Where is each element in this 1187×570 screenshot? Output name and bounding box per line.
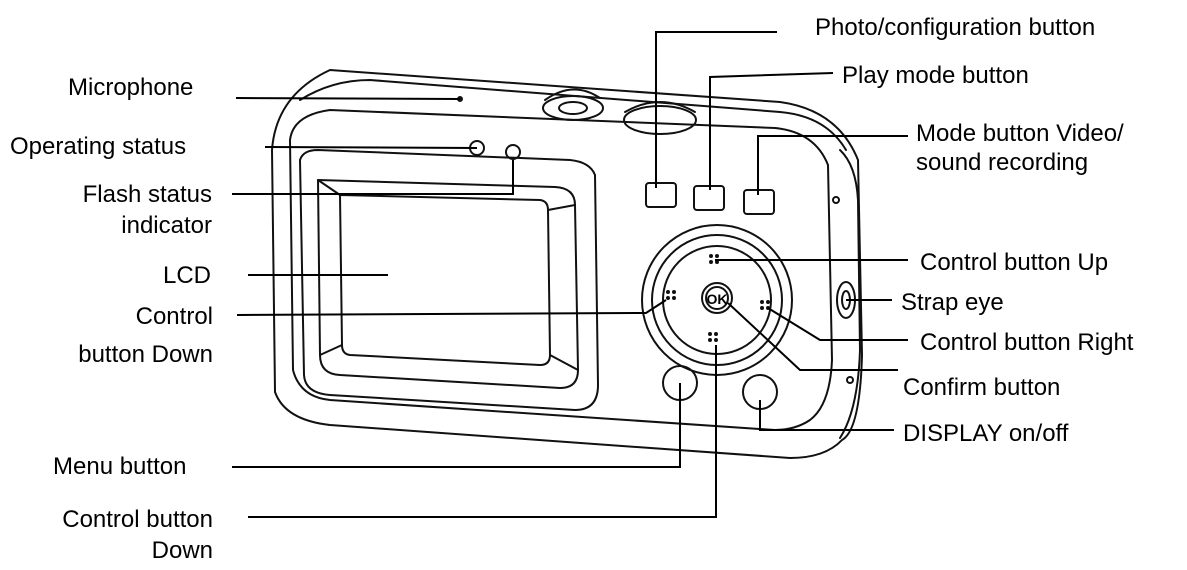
ok-button	[701, 282, 733, 314]
leader-control-right	[767, 307, 908, 341]
ok-text: OK	[707, 291, 728, 307]
label-flash-status-2: indicator	[121, 212, 212, 239]
leader-confirm	[727, 302, 898, 371]
leader-control-down-bottom	[248, 345, 717, 518]
leader-microphone	[235, 97, 461, 100]
leader-operating-status	[264, 146, 478, 149]
camera-top-edge	[299, 79, 847, 151]
label-mode-button-1: Mode button Video/	[916, 120, 1124, 147]
leader-lines	[232, 31, 908, 518]
camera-right-side	[839, 149, 861, 439]
leader-play-mode	[709, 72, 834, 190]
label-confirm: Confirm button	[903, 374, 1061, 401]
leader-menu	[232, 383, 681, 468]
lcd-bezel-inner	[317, 179, 579, 389]
camera-front-inner	[289, 109, 833, 431]
shutter-button	[542, 95, 604, 121]
label-flash-status-1: Flash status	[82, 181, 212, 208]
camera-body-outline	[271, 69, 863, 459]
leader-photo-config	[655, 31, 777, 188]
label-lcd: LCD	[163, 262, 212, 289]
label-control-down-left-1: Control	[135, 303, 213, 330]
label-control-up: Control button Up	[920, 249, 1109, 276]
leader-display	[759, 400, 894, 431]
power-button	[623, 105, 697, 135]
label-mode-button-2: sound recording	[916, 149, 1089, 176]
label-control-down-bottom-1: Control button	[62, 506, 213, 533]
label-photo-config: Photo/configuration button	[815, 14, 1096, 41]
label-operating-status: Operating status	[10, 133, 187, 160]
label-control-down-left-2: button Down	[78, 341, 213, 368]
photo-config-btn	[645, 182, 677, 208]
flash-status-led	[505, 144, 521, 160]
leader-flash-status	[232, 160, 514, 195]
label-play-mode: Play mode button	[842, 62, 1029, 89]
leader-mode-video	[757, 135, 908, 195]
lcd-screen	[339, 194, 551, 366]
lcd-bezel-outer	[299, 149, 599, 411]
label-menu-button: Menu button	[53, 453, 187, 480]
label-control-down-bottom-2: Down	[151, 537, 213, 564]
label-microphone: Microphone	[68, 74, 194, 101]
label-control-right: Control button Right	[920, 329, 1134, 356]
leader-control-down-left	[236, 299, 667, 316]
label-strap-eye: Strap eye	[901, 289, 1004, 316]
label-display: DISPLAY on/off	[903, 420, 1069, 447]
